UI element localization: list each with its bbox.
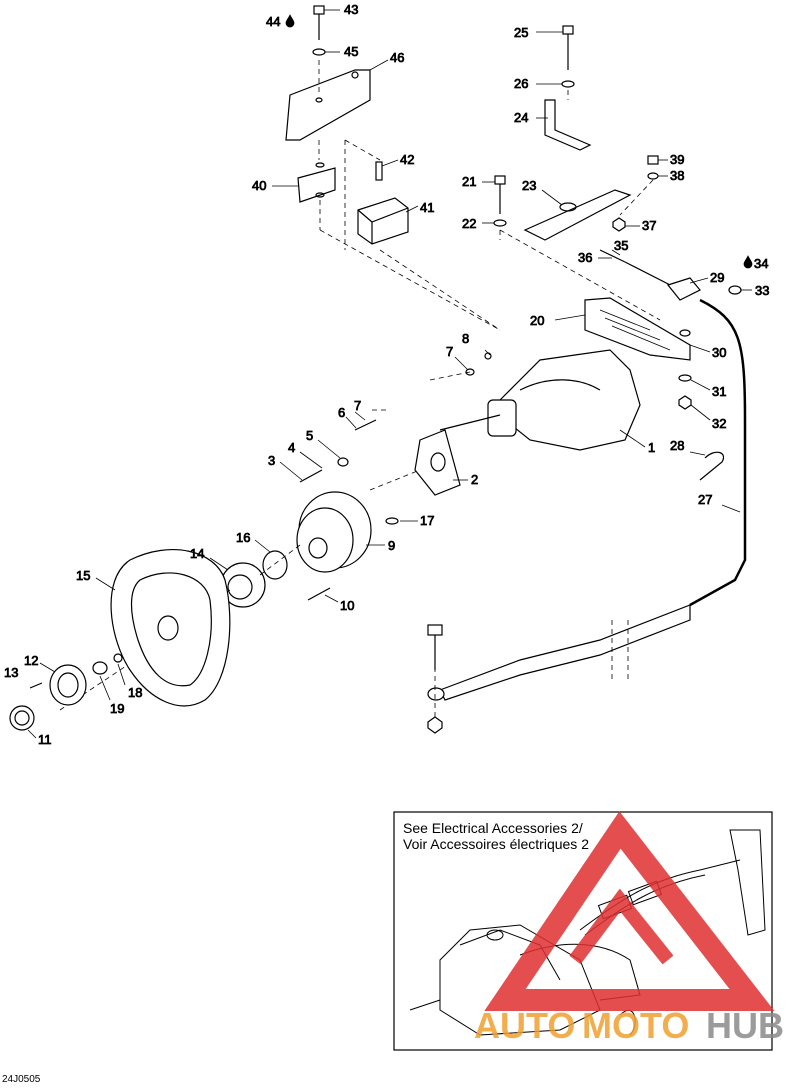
watermark-hub: HUB <box>706 1005 784 1046</box>
callout-13: 13 <box>4 665 18 680</box>
callout-8: 8 <box>462 331 469 346</box>
callout-18: 18 <box>128 685 142 700</box>
callout-28: 28 <box>670 438 684 453</box>
callout-35: 35 <box>614 238 628 253</box>
callout-7b: 7 <box>354 398 361 413</box>
oil-drop-icon-34 <box>743 255 753 269</box>
callout-37: 37 <box>642 218 656 233</box>
washer-45 <box>312 48 326 56</box>
washer-26 <box>561 80 575 88</box>
callout-3: 3 <box>268 453 275 468</box>
callout-30: 30 <box>712 345 726 360</box>
callouts: 43 44 45 46 40 42 41 25 26 24 21 22 23 3… <box>4 2 770 748</box>
callout-36: 36 <box>578 250 592 265</box>
bolt-25 <box>562 25 574 35</box>
inset-title-line1: See Electrical Accessories 2/ <box>403 820 583 836</box>
watermark-auto: AUTO <box>474 1005 575 1046</box>
bracket-24 <box>544 99 592 151</box>
callout-31: 31 <box>712 384 726 399</box>
watermark-moto: MOTO <box>582 1005 689 1046</box>
callout-34: 34 <box>754 256 768 271</box>
callout-15: 15 <box>76 568 90 583</box>
block-41 <box>357 197 409 245</box>
callout-25: 25 <box>514 25 528 40</box>
callout-20: 20 <box>530 313 544 328</box>
callout-22: 22 <box>462 216 476 231</box>
callout-23: 23 <box>522 178 536 193</box>
callout-7a: 7 <box>446 344 453 359</box>
callout-26: 26 <box>514 76 528 91</box>
tie-strap-28 <box>699 451 725 481</box>
steering-wheel-assembly <box>9 549 231 731</box>
clamp-40 <box>297 167 336 203</box>
callout-33: 33 <box>755 283 769 298</box>
callout-1: 1 <box>648 440 655 455</box>
bolt-43 <box>313 5 325 15</box>
callout-39: 39 <box>670 152 684 167</box>
pin-42 <box>375 161 383 181</box>
lower-linkage <box>427 604 691 734</box>
callout-16: 16 <box>236 530 250 545</box>
callout-9: 9 <box>388 538 395 553</box>
diagram-code: 24J0505 <box>2 1074 41 1085</box>
steering-column <box>59 349 641 711</box>
upper-bracket-assembly <box>285 5 501 331</box>
inset-title-line2: Voir Accessoires électriques 2 <box>403 836 589 852</box>
callout-2: 2 <box>471 472 478 487</box>
callout-19: 19 <box>110 701 124 716</box>
callout-5: 5 <box>306 428 313 443</box>
cable-27 <box>689 298 747 607</box>
oil-drop-icon <box>285 14 295 28</box>
callout-17: 17 <box>420 513 434 528</box>
callout-32: 32 <box>712 416 726 431</box>
lever-20 <box>584 297 691 361</box>
callout-10: 10 <box>340 598 354 613</box>
callout-4: 4 <box>288 440 295 455</box>
callout-41: 41 <box>420 200 434 215</box>
callout-27: 27 <box>698 492 712 507</box>
callout-43: 43 <box>344 2 358 17</box>
callout-11: 11 <box>38 732 52 747</box>
callout-24: 24 <box>514 110 528 125</box>
callout-46: 46 <box>390 50 404 65</box>
callout-6: 6 <box>338 405 345 420</box>
watermark-logo: AUTO MOTO HUB <box>474 811 784 1046</box>
plate-23 <box>523 189 632 241</box>
callout-14: 14 <box>190 546 204 561</box>
callout-45: 45 <box>344 44 358 59</box>
bracket-46 <box>285 69 371 141</box>
steering-housing-1 <box>499 349 641 451</box>
callout-38: 38 <box>670 168 684 183</box>
callout-42: 42 <box>400 152 414 167</box>
callout-12: 12 <box>24 653 38 668</box>
callout-29: 29 <box>710 270 724 285</box>
upper-right-assembly <box>493 25 747 607</box>
callout-44: 44 <box>266 14 280 29</box>
callout-21: 21 <box>462 174 476 189</box>
callout-40: 40 <box>252 178 266 193</box>
